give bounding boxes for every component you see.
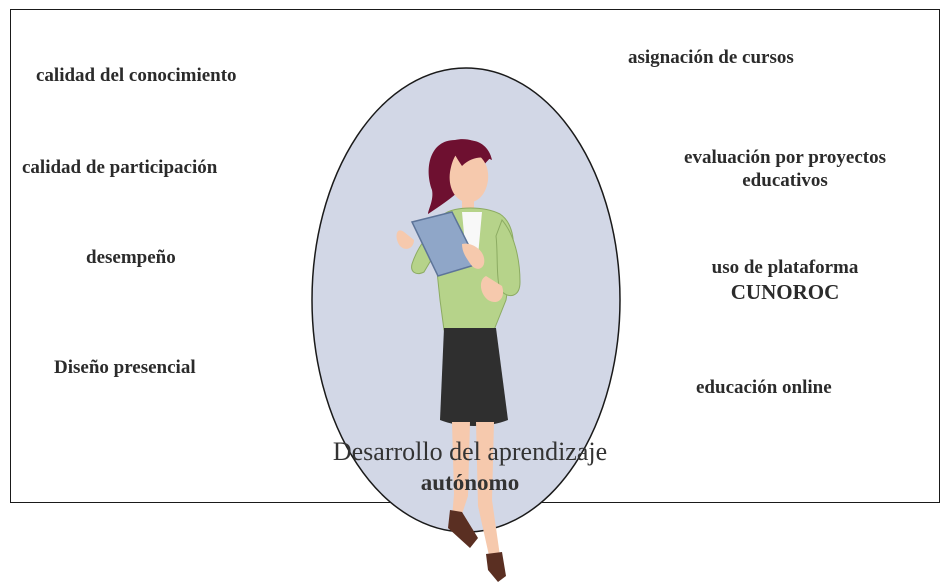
woman-skirt xyxy=(440,328,508,426)
label-evaluacion-proyectos: evaluación por proyectos educativos xyxy=(640,146,930,192)
woman-right-shoe xyxy=(486,552,506,582)
label-calidad-conocimiento: calidad del conocimiento xyxy=(36,65,237,86)
label-educacion-online: educación online xyxy=(696,377,832,398)
woman-right-arm xyxy=(495,219,521,297)
center-caption: Desarrollo del aprendizaje autónomo xyxy=(270,436,670,498)
woman-pointing-hand xyxy=(462,243,485,269)
label-plataforma-line2: CUNOROC xyxy=(730,280,840,304)
label-asignacion-cursos: asignación de cursos xyxy=(628,47,794,68)
woman-right-hand xyxy=(480,276,504,303)
woman-face xyxy=(449,150,489,203)
label-plataforma-line1: uso de plataforma xyxy=(711,257,859,278)
caption-line2: autónomo xyxy=(420,470,520,495)
label-uso-plataforma: uso de plataforma CUNOROC xyxy=(670,256,900,305)
woman-bangs xyxy=(452,140,492,166)
label-evaluacion-line1: evaluación por proyectos xyxy=(684,147,886,168)
woman-left-hand xyxy=(396,230,414,249)
label-desempeno: desempeño xyxy=(86,247,176,268)
label-evaluacion-line2: educativos xyxy=(742,170,828,191)
woman-right-leg xyxy=(476,422,500,560)
caption-line1: Desarrollo del aprendizaje xyxy=(332,437,608,466)
woman-left-shoe xyxy=(448,510,478,548)
woman-left-leg xyxy=(452,422,470,520)
label-diseno-presencial: Diseño presencial xyxy=(54,357,196,378)
label-calidad-participacion: calidad de participación xyxy=(22,157,218,178)
